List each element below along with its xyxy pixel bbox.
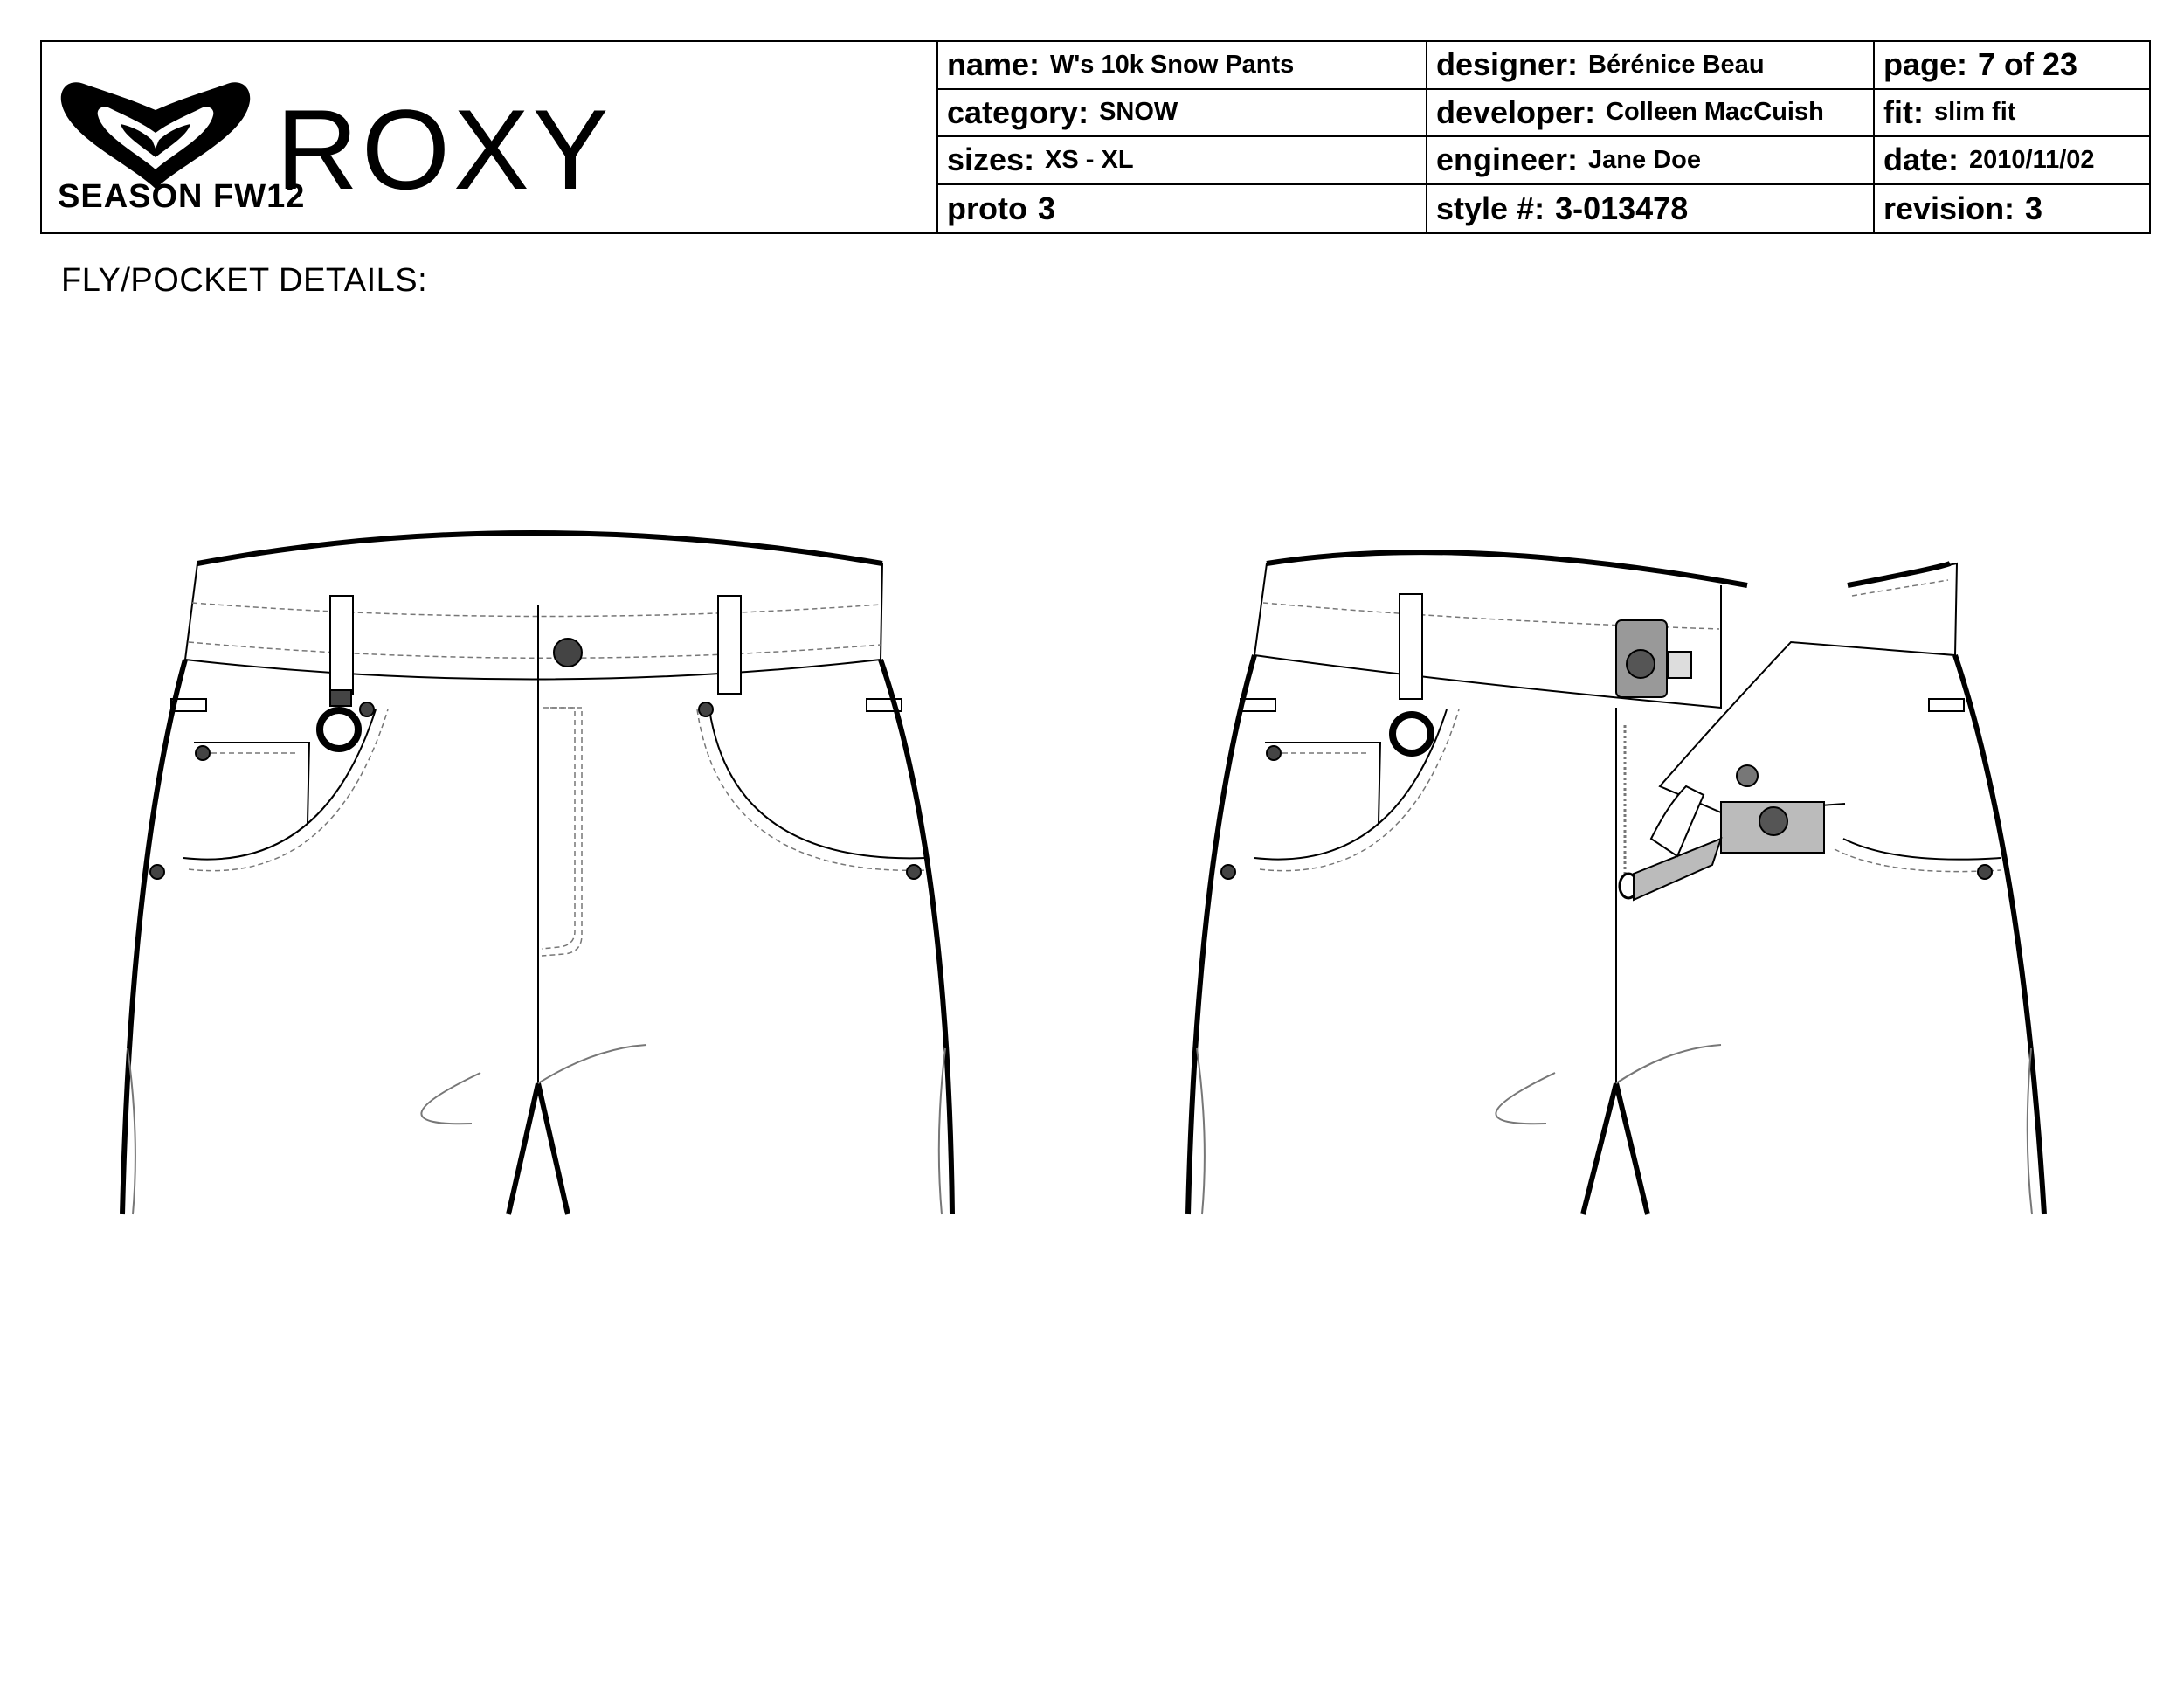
sizes-label: sizes: [947,142,1035,178]
engineer-label: engineer: [1436,142,1579,178]
pants-sketch-fly-open [1185,550,2047,1215]
developer-label: developer: [1436,93,1596,130]
category-label: category: [947,93,1089,130]
revision-label: revision: [1883,190,2015,226]
revision-value: 3 [2025,190,2043,226]
sizes-cell: sizes: XS - XL [938,137,1427,185]
page-label: page: [1883,46,1968,83]
sizes-value: XS - XL [1045,145,1134,174]
season-label: SEASON FW12 [58,178,306,215]
style-value: 3-013478 [1555,190,1689,226]
designer-value: Bérénice Beau [1588,50,1765,79]
designer-cell: designer: Bérénice Beau [1427,42,1875,90]
section-title: FLY/POCKET DETAILS: [61,262,428,299]
roxy-heart-logo-icon [60,82,251,189]
page-cell: page: 7 of 23 [1875,42,2151,90]
proto-value: 3 [1037,190,1055,226]
proto-cell: proto 3 [938,184,1427,232]
name-value: W's 10k Snow Pants [1050,50,1295,79]
spec-header: ROXY SEASON FW12 name: W's 10k Snow Pant… [40,40,2151,234]
designer-label: designer: [1436,46,1579,83]
revision-cell: revision: 3 [1875,185,2151,233]
style-cell: style #: 3-013478 [1427,184,1875,232]
fit-label: fit: [1883,93,1924,130]
brand-block: ROXY SEASON FW12 [42,42,936,232]
brand-wordmark: ROXY [276,86,612,213]
pants-sketch-fly-closed [120,530,955,1215]
date-cell: date: 2010/11/02 [1875,137,2151,185]
proto-label: proto [947,190,1027,226]
name-label: name: [947,46,1040,83]
date-label: date: [1883,142,1959,178]
engineer-cell: engineer: Jane Doe [1427,137,1875,185]
developer-cell: developer: Colleen MacCuish [1427,89,1875,137]
fit-value: slim fit [1933,98,2016,127]
style-label: style #: [1436,190,1545,226]
developer-value: Colleen MacCuish [1606,98,1824,127]
spec-grid: name: W's 10k Snow Pants designer: Bérén… [936,42,2151,232]
engineer-value: Jane Doe [1588,145,1701,174]
date-value: 2010/11/02 [1969,145,2095,174]
fit-cell: fit: slim fit [1875,90,2151,137]
category-value: SNOW [1099,98,1178,127]
page-value: 7 of 23 [1978,46,2078,83]
name-cell: name: W's 10k Snow Pants [938,42,1427,90]
category-cell: category: SNOW [938,89,1427,137]
